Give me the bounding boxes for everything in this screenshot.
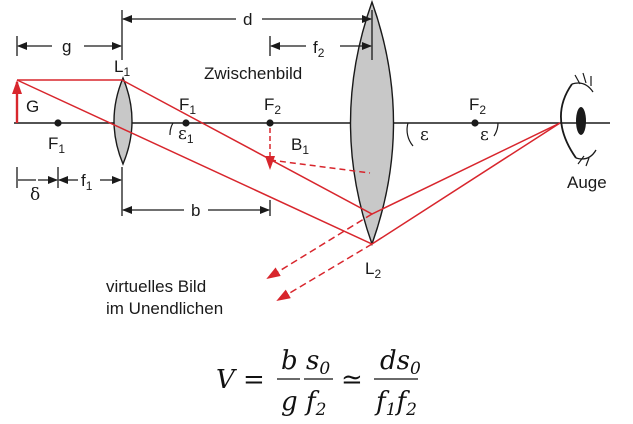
eye-icon <box>560 72 597 167</box>
focal-point-dot <box>54 119 479 127</box>
label-f2-right: F2 <box>469 95 486 117</box>
label-f2-top: f2 <box>313 38 325 60</box>
magnification-formula: V = b g s0 f2 ≃ ds0 f1f2 <box>216 346 421 420</box>
light-rays <box>16 79 561 302</box>
label-f1-mid: F1 <box>179 95 196 117</box>
label-f2-mid: F2 <box>264 95 281 117</box>
label-delta: δ <box>30 185 40 205</box>
label-f1-left: F1 <box>48 134 65 156</box>
dimension-lines <box>16 10 373 216</box>
formula-v: V <box>216 365 237 395</box>
formula-equals: = <box>243 365 265 395</box>
formula-approx: ≃ <box>341 365 363 395</box>
formula-b: b <box>281 346 298 376</box>
label-epsilon-a: ε <box>420 125 429 145</box>
magnifier-ray-diagram: d g f2 Zwischenbild L1 L2 G F1 F1 F2 F2 … <box>12 0 610 318</box>
label-virtual-image-2: im Unendlichen <box>106 299 223 318</box>
formula-f2: f2 <box>304 387 326 420</box>
formula-s0: s0 <box>306 346 330 379</box>
lens-l1 <box>113 76 133 166</box>
ray-parallel <box>17 79 561 215</box>
label-lens-l1: L1 <box>114 57 130 79</box>
label-auge: Auge <box>567 173 607 192</box>
label-f1-bottom: f1 <box>81 171 93 193</box>
label-virtual-image-1: virtuelles Bild <box>106 277 206 296</box>
label-epsilon-b: ε <box>480 125 489 145</box>
formula-ds0: ds0 <box>380 346 421 379</box>
label-zwischenbild: Zwischenbild <box>204 64 302 83</box>
label-d: d <box>243 10 252 29</box>
label-object-g: G <box>26 97 39 116</box>
label-g: g <box>62 37 71 56</box>
formula-f1f2: f1f2 <box>374 387 417 420</box>
intermediate-image-line <box>269 159 371 174</box>
angle-arcs <box>169 122 499 147</box>
label-b1: B1 <box>291 135 309 157</box>
label-b: b <box>191 201 200 220</box>
label-epsilon-1: ε1 <box>178 124 194 146</box>
formula-g: g <box>281 387 298 417</box>
label-lens-l2: L2 <box>365 259 381 281</box>
